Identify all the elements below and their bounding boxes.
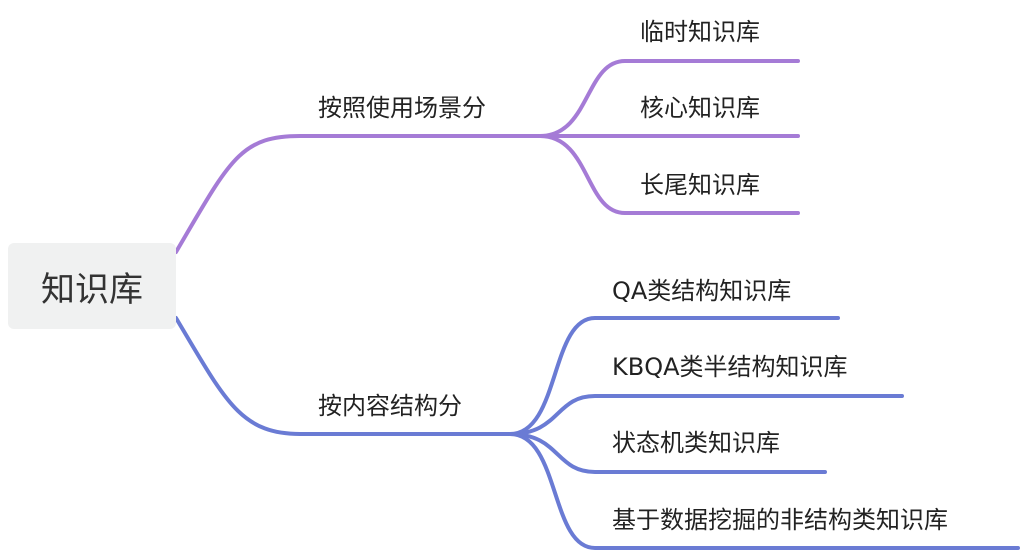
root-node[interactable]: 知识库 <box>8 243 176 329</box>
branch-node-2[interactable]: 按内容结构分 <box>318 392 462 420</box>
connector-branch-2-child-4 <box>508 432 1020 550</box>
connector-root-branch-1 <box>174 134 542 254</box>
leaf-node-2-2[interactable]: KBQA类半结构知识库 <box>612 353 848 381</box>
leaf-node-1-3[interactable]: 长尾知识库 <box>640 171 760 199</box>
connector-root-branch-2 <box>174 316 512 436</box>
branch-node-1[interactable]: 按照使用场景分 <box>318 94 486 122</box>
leaf-node-2-4[interactable]: 基于数据挖掘的非结构类知识库 <box>612 506 948 534</box>
leaf-node-2-1[interactable]: QA类结构知识库 <box>612 277 792 305</box>
connector-branch-1-child-1 <box>538 59 800 138</box>
connector-branch-1-child-3 <box>538 134 800 215</box>
connector-branch-2-child-2 <box>508 394 904 436</box>
leaf-node-2-3[interactable]: 状态机类知识库 <box>612 429 780 457</box>
connector-branch-2-child-3 <box>508 432 827 474</box>
connector-branch-2-child-1 <box>508 316 840 436</box>
root-node-label: 知识库 <box>41 269 143 310</box>
leaf-node-1-1[interactable]: 临时知识库 <box>640 18 760 46</box>
leaf-node-1-2[interactable]: 核心知识库 <box>640 94 760 122</box>
